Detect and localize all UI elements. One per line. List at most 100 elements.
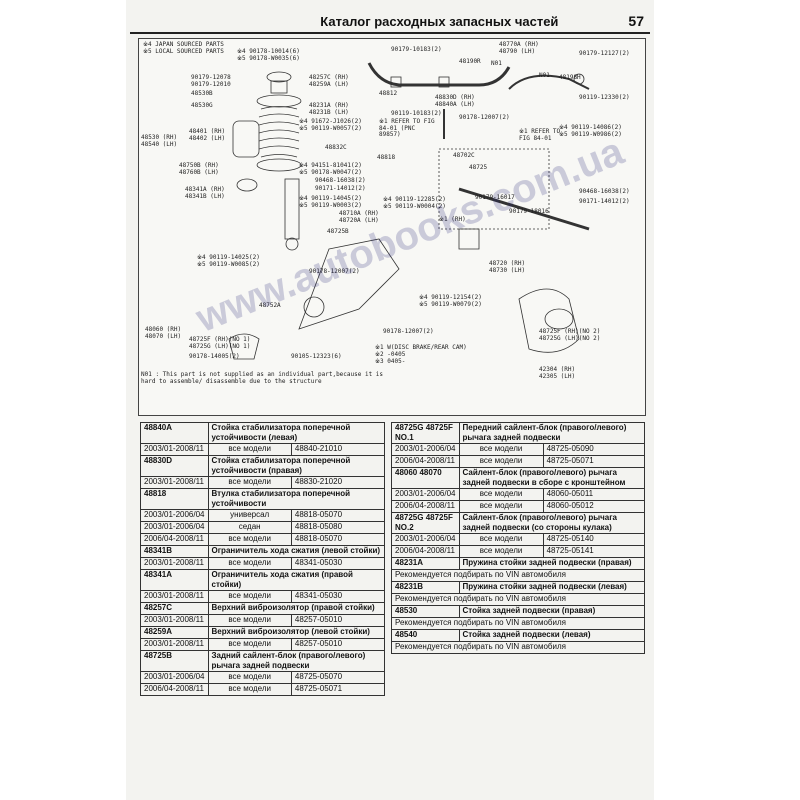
part-code: 48341B [140, 545, 209, 558]
date-range: 2006/04-2008/11 [391, 455, 460, 468]
upper-arm [508, 74, 590, 90]
part-number: 48341-05030 [290, 590, 386, 603]
part-label: 48401 (RH) [189, 128, 226, 135]
recommendation-text: Рекомендуется подбирать по VIN автомобил… [391, 593, 645, 606]
part-description: Ограничитель хода сжатия (правой стойки) [207, 569, 385, 591]
part-description: Передний сайлент-блок (правого/левого) р… [458, 422, 645, 444]
part-label: 48530 (RH) [141, 134, 178, 141]
model-name: все модели [458, 488, 544, 501]
part-label: 48725G (LH)(NO 1) [189, 343, 251, 350]
part-label: ※5 90178-W0047(2) [299, 169, 362, 176]
part-number: 48060-05012 [542, 500, 646, 513]
shock-body [284, 178, 300, 240]
part-label: 48231B (LH) [309, 109, 349, 116]
part-number: 48818-05070 [290, 509, 386, 522]
part-description: Втулка стабилизатора поперечной устойчив… [207, 488, 385, 510]
recommendation-text: Рекомендуется подбирать по VIN автомобил… [391, 569, 645, 582]
part-label: ※5 90119-W0079(2) [419, 301, 482, 308]
part-description: Стойка стабилизатора поперечной устойчив… [207, 422, 385, 444]
part-label: ※5 90119-W0085(2) [197, 261, 260, 268]
part-label: 90178-12007(2) [459, 114, 510, 121]
part-label: 48790 (LH) [499, 48, 536, 55]
part-label: N01 [539, 72, 550, 79]
model-name: все модели [207, 443, 292, 456]
model-name: все модели [207, 533, 292, 546]
model-name: все модели [458, 443, 544, 456]
part-label: 48190R [459, 58, 481, 65]
part-code: 48341A [140, 569, 209, 591]
part-number: 48725-05071 [542, 455, 646, 468]
mount-body [270, 80, 288, 94]
part-label: 48060 (RH) [145, 326, 182, 333]
bushing-left [390, 76, 402, 88]
part-label: ※3 0405- [375, 358, 406, 365]
part-label: 48530G [191, 102, 213, 109]
part-label: 42305 (LH) [539, 373, 576, 380]
part-label: ※4 90119-14045(2) [299, 195, 362, 202]
model-name: все модели [458, 500, 544, 513]
part-label: 90178-12007(2) [383, 328, 434, 335]
part-label: 48341A (RH) [185, 186, 225, 193]
date-range: 2006/04-2008/11 [140, 683, 209, 696]
part-number: 48725-05090 [542, 443, 646, 456]
bump-stop [236, 178, 258, 192]
part-label: 90105-12323(6) [291, 353, 342, 360]
spring-seat-top [256, 94, 302, 108]
detail-box [438, 148, 550, 230]
part-number: 48060-05011 [542, 488, 646, 501]
part-number: 48257-05010 [290, 614, 386, 627]
part-label: 90179-16017 [475, 194, 515, 201]
arm-bushing [303, 296, 325, 318]
part-label: ※1 W(DISC BRAKE/REAR CAM) [375, 344, 467, 351]
part-label: 48752A [259, 302, 281, 309]
part-label: 48770A (RH) [499, 41, 539, 48]
part-label: 90468-16038(2) [579, 188, 630, 195]
model-name: все модели [207, 671, 292, 684]
part-description: Пружина стойки задней подвески (правая) [458, 557, 645, 570]
part-code: 48540 [391, 629, 460, 642]
part-label: ※4 90178-10014(6) [237, 48, 300, 55]
part-description: Стойка задней подвески (левая) [458, 629, 645, 642]
model-name: все модели [458, 455, 544, 468]
part-label: ※1 (RH) [439, 216, 466, 223]
part-label: ※4 90119-14086(2) [559, 124, 622, 131]
part-label: 90179-12010 [191, 81, 231, 88]
part-description: Пружина стойки задней подвески (левая) [458, 581, 645, 594]
part-label: 48725 [469, 164, 488, 171]
model-name: все модели [207, 683, 292, 696]
part-label: 48702C [453, 152, 475, 159]
date-range: 2003/01-2008/11 [140, 476, 209, 489]
legend-local: ※5 LOCAL SOURCED PARTS [143, 48, 224, 55]
part-code: 48840A [140, 422, 209, 444]
part-label: 90178-14005(2) [189, 353, 240, 360]
part-code: 48818 [140, 488, 209, 510]
model-name: все модели [207, 638, 292, 651]
model-name: все модели [207, 476, 292, 489]
model-name: универсал [207, 509, 292, 522]
recommendation-text: Рекомендуется подбирать по VIN автомобил… [391, 617, 645, 630]
part-label: 48750B (RH) [179, 162, 219, 169]
part-code: 48725B [140, 650, 209, 672]
part-number: 48818-05080 [290, 521, 386, 534]
part-description: Стойка задней подвески (правая) [458, 605, 645, 618]
model-name: все модели [207, 557, 292, 570]
part-label: 48818 [377, 154, 396, 161]
part-label: ※4 90119-14025(2) [197, 254, 260, 261]
shock-eye [285, 237, 299, 251]
